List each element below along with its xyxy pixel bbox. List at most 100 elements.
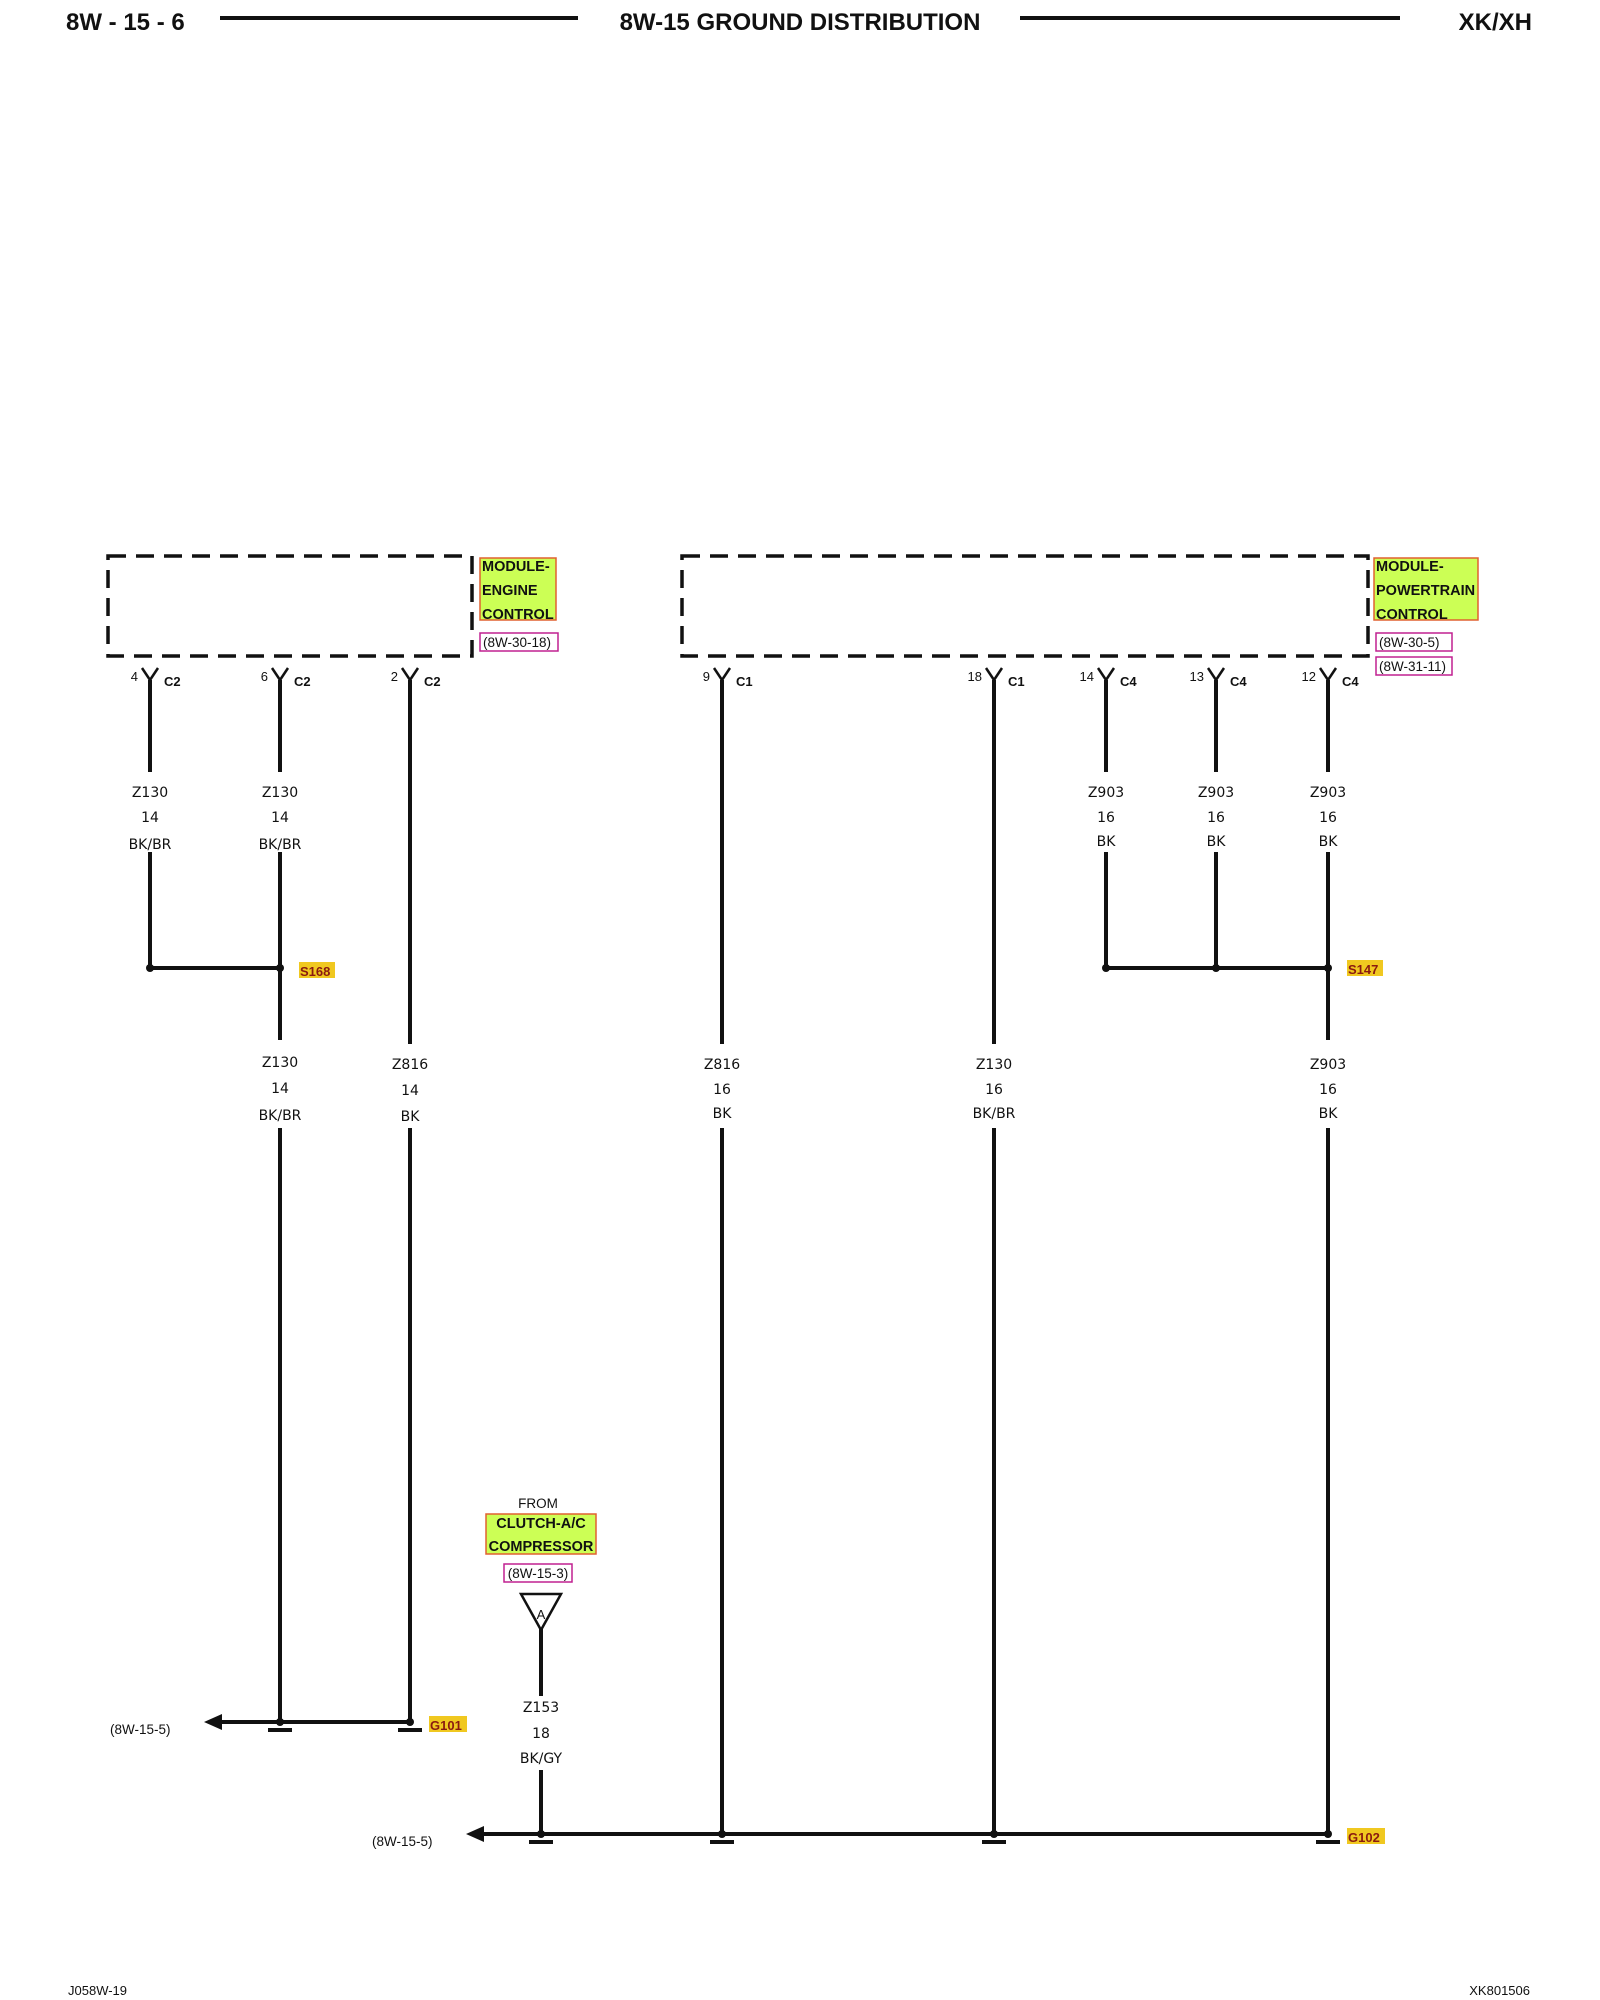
lower-wire-labels: Z130 14 BK/BR Z816 14 BK Z816 16 BK Z130… [259,1055,1347,1125]
wire-gauge-label: 18 [532,1726,550,1742]
g102-label[interactable]: G102 [1348,1830,1380,1845]
g102-eyelet-3 [982,1840,1006,1844]
pcm-name-line-2: POWERTRAIN [1376,583,1475,599]
connector-id: C2 [294,674,311,689]
wire-gauge-label: 16 [713,1082,731,1098]
connector-id: C4 [1342,674,1359,689]
s147-label[interactable]: S147 [1348,962,1378,977]
pin-number: 18 [968,669,982,684]
wire-color-label: BK/BR [973,1106,1016,1122]
wire-gauge-label: 14 [401,1083,419,1099]
s168-node [276,964,284,972]
pcm-ref-box-1 [1375,632,1453,652]
g102-eyelet-1 [529,1840,553,1844]
ecm-ref-link[interactable]: (8W-30-18) [483,635,551,650]
ecm-name-line-1: MODULE- [482,559,550,575]
g102-continuation-arrow [466,1826,484,1842]
g101-node-1 [276,1718,284,1726]
pin-fork-left [712,667,724,681]
clutch-name-line-1: CLUTCH-A/C [496,1516,586,1532]
s168-label-bg [299,962,335,978]
connector-pin: 18 C1 [968,667,1025,692]
pcm-label-highlight [1373,557,1479,621]
wire-circuit-label: Z130 [262,1055,298,1071]
connector-id: C1 [1008,674,1025,689]
g101-continuation-ref[interactable]: (8W-15-5) [110,1722,171,1737]
wire-circuit-label: Z153 [523,1700,559,1716]
pin-fork-left [400,667,412,681]
g102-continuation-ref[interactable]: (8W-15-5) [372,1834,433,1849]
wire-circuit-label: Z903 [1310,785,1346,801]
pin-fork-right [148,667,160,681]
pcm-ref-link-1[interactable]: (8W-30-5) [1379,635,1440,650]
splice-nodes [146,964,1332,972]
wire-gauge-label: 16 [985,1082,1003,1098]
pin-fork-right [992,667,1004,681]
wire-color-label: BK/BR [259,837,302,853]
wire-gauge-label: 16 [1319,1082,1337,1098]
footer-right-code: XK801506 [1469,1983,1530,1998]
wire-circuit-label: Z816 [392,1057,428,1073]
s168-node-left [146,964,154,972]
pcm-module-outline [680,554,1370,658]
pin-fork-left [140,667,152,681]
g102-node-3 [990,1830,998,1838]
s147-label-bg [1347,960,1383,976]
wire-gauge-label: 16 [1207,810,1225,826]
pcm-name-line-3: CONTROL [1376,607,1448,623]
inline-connector-a-symbol [518,1592,564,1633]
wire-color-label: BK [713,1106,733,1122]
ecm-name-line-3: CONTROL [482,607,554,623]
wire-circuit-label: Z816 [704,1057,740,1073]
pin-fork-left [984,667,996,681]
pin-fork-left [270,667,282,681]
pin-number: 2 [391,669,398,684]
g101-node-2 [406,1718,414,1726]
pin-fork-right [1214,667,1226,681]
wire-color-label: BK [401,1109,421,1125]
s147-node-mid [1212,964,1220,972]
pcm-ref-link-2[interactable]: (8W-31-11) [1379,659,1446,674]
wire-circuit-label: Z903 [1088,785,1124,801]
wire-gauge-label: 14 [141,810,159,826]
source-from-label: FROM [518,1496,558,1511]
model-code: XK/XH [1459,9,1532,36]
s168-label[interactable]: S168 [300,964,330,979]
clutch-name-line-2: COMPRESSOR [489,1539,594,1555]
g101-eyelet-2 [398,1728,422,1732]
connector-id: C1 [736,674,753,689]
g101-eyelet-1 [268,1728,292,1732]
wire-color-label: BK [1319,834,1339,850]
wire-gauge-label: 16 [1319,810,1337,826]
g101-continuation-arrow [204,1714,222,1730]
pcm-name-line-1: MODULE- [1376,559,1444,575]
pin-number: 13 [1190,669,1204,684]
clutch-label-highlight [485,1513,597,1555]
ecm-label-highlight [479,557,557,621]
connector-id: C2 [164,674,181,689]
wire-color-label: BK [1319,1106,1339,1122]
connector-pin: 9 C1 [703,667,753,692]
wire-gauge-label: 16 [1097,810,1115,826]
pin-fork-left [1096,667,1108,681]
g102-node-2 [718,1830,726,1838]
wire-gauge-label: 14 [271,810,289,826]
clutch-ref-link[interactable]: (8W-15-3) [508,1566,569,1581]
wire-color-label: BK [1097,834,1117,850]
pin-fork-right [278,667,290,681]
wire-gauge-label: 14 [271,1081,289,1097]
pin-number: 9 [703,669,710,684]
pin-fork-right [720,667,732,681]
wire-color-label: BK/GY [520,1751,563,1767]
pin-fork-right [1326,667,1338,681]
ground-terminals [268,1718,1340,1844]
g102-eyelet-2 [710,1840,734,1844]
g101-label[interactable]: G101 [430,1718,462,1733]
